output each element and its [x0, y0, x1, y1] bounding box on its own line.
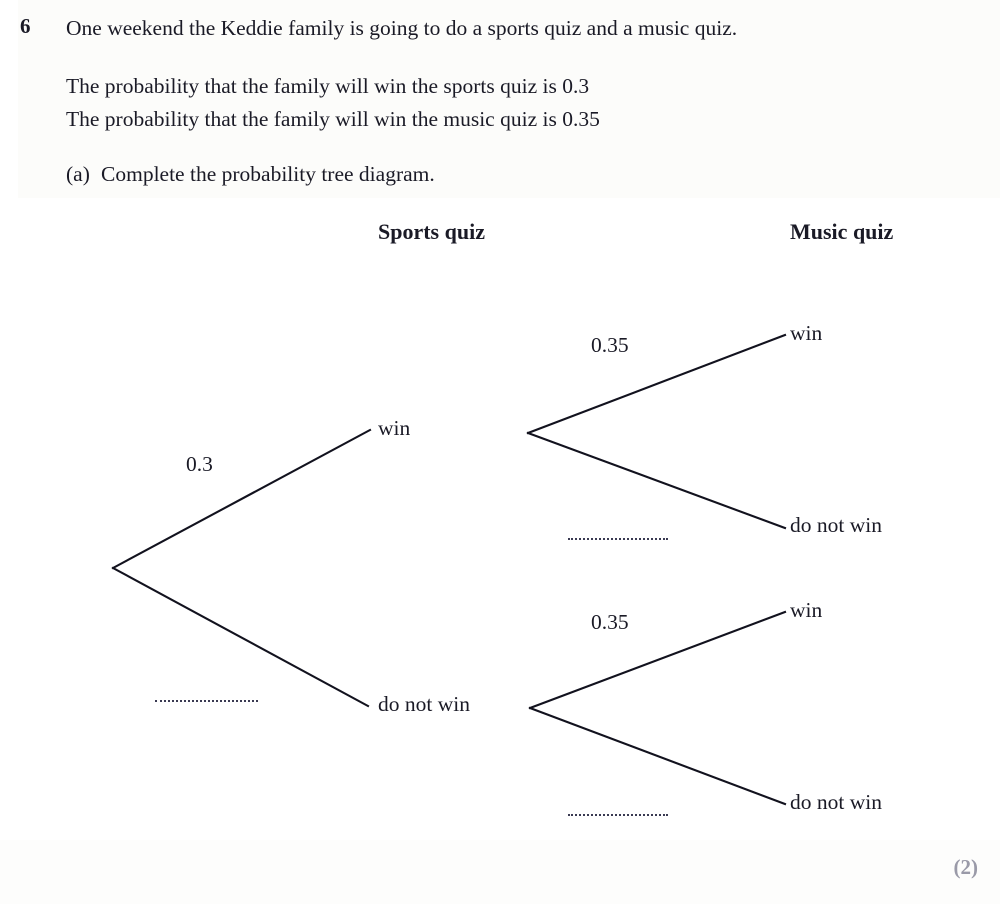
outcome-label-music-do-not-win-upper: do not win: [790, 513, 882, 537]
branch-root-to-sports-lose: [111, 566, 370, 708]
probability-label-music-win-upper: 0.35: [591, 333, 629, 357]
outcome-label-music-do-not-win-lower: do not win: [790, 790, 882, 814]
probability-label-sports-win: 0.3: [186, 452, 213, 476]
outcome-label-music-win-lower: win: [790, 598, 823, 622]
marks-allocation: (2): [953, 855, 979, 879]
branch-sportswin-to-musicwin: [526, 333, 787, 435]
question-stem: One weekend the Keddie family is going t…: [66, 16, 738, 40]
outcome-label-music-win-upper: win: [790, 321, 823, 345]
answer-blank-music-do-not-win-lower[interactable]: [568, 810, 668, 816]
branch-root-to-sports-win: [111, 428, 372, 570]
answer-blank-sports-do-not-win[interactable]: [155, 696, 258, 702]
given-probability-sports: The probability that the family will win…: [66, 74, 590, 98]
question-number: 6: [20, 14, 31, 38]
branch-sportswin-to-musiclose: [526, 431, 787, 530]
answer-blank-music-do-not-win-upper[interactable]: [568, 534, 668, 540]
branch-sportslose-to-musiclose: [528, 706, 787, 806]
stage-header-sports-quiz: Sports quiz: [378, 219, 485, 244]
part-a-instruction: Complete the probability tree diagram.: [101, 162, 435, 186]
probability-label-music-win-lower: 0.35: [591, 610, 629, 634]
branch-sportslose-to-musicwin: [528, 610, 787, 710]
outcome-label-sports-win: win: [378, 416, 411, 440]
part-a-label: (a): [66, 162, 90, 186]
given-probability-music: The probability that the family will win…: [66, 107, 600, 131]
stage-header-music-quiz: Music quiz: [790, 219, 894, 244]
outcome-label-sports-do-not-win: do not win: [378, 692, 470, 716]
